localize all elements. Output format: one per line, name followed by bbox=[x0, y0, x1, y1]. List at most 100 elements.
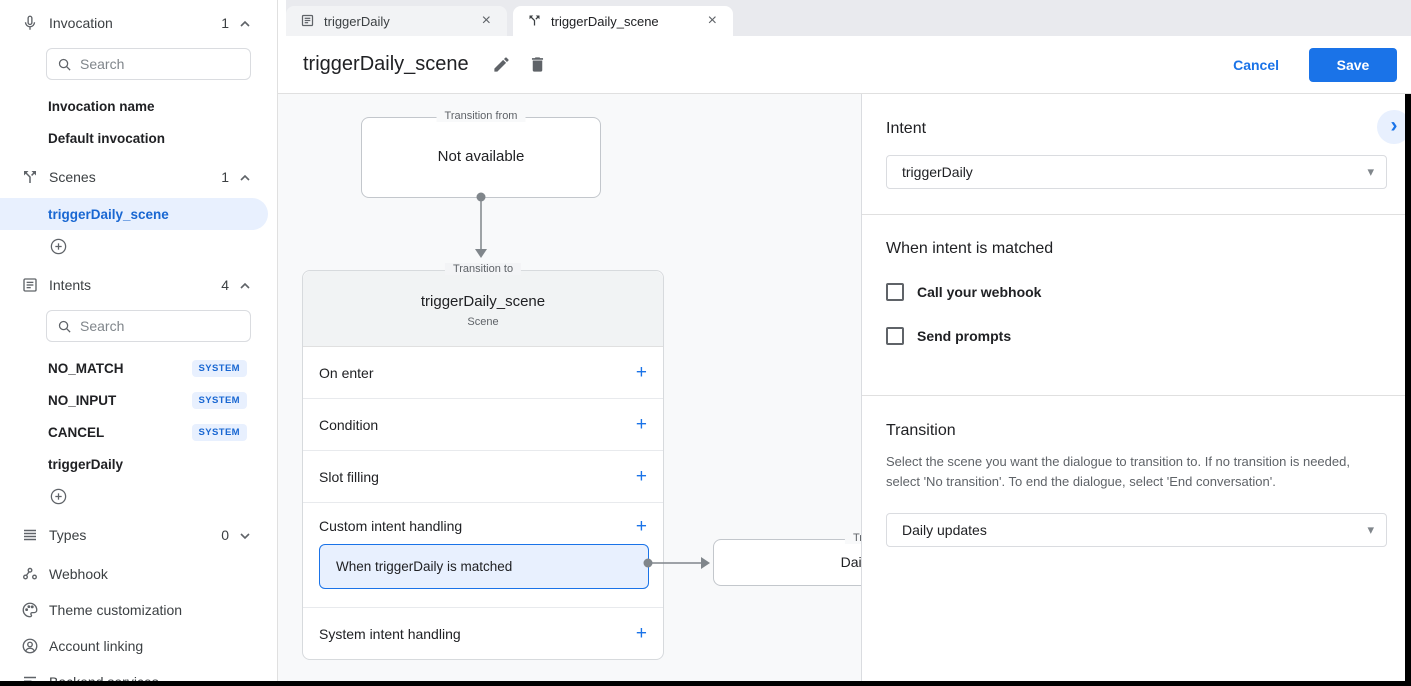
sidebar-item-account-linking[interactable]: Account linking bbox=[0, 628, 277, 664]
types-count: 0 bbox=[221, 527, 229, 543]
transition-to-legend: Transition to bbox=[444, 263, 522, 275]
flow-canvas[interactable]: Transition from Not available Transition… bbox=[278, 94, 861, 686]
intents-search[interactable] bbox=[46, 310, 251, 342]
scenes-count: 1 bbox=[221, 169, 229, 185]
row-label: Condition bbox=[319, 416, 379, 433]
sidebar-section-invocation[interactable]: Invocation 1 bbox=[0, 8, 277, 38]
chevron-up-icon[interactable] bbox=[239, 279, 251, 291]
sidebar-item-theme-customization[interactable]: Theme customization bbox=[0, 592, 277, 628]
intents-list-icon bbox=[20, 275, 40, 295]
invocation-search-input[interactable] bbox=[80, 56, 240, 72]
sidebar-item-triggerdaily-scene[interactable]: triggerDaily_scene bbox=[0, 198, 268, 230]
scene-row-custom-intent-handling: Custom intent handling + When triggerDai… bbox=[303, 503, 663, 608]
transition-dropdown[interactable]: Daily updates ▾ bbox=[886, 513, 1387, 548]
tab-triggerdaily[interactable]: triggerDaily × bbox=[286, 6, 507, 36]
sidebar-section-label: Scenes bbox=[49, 169, 96, 185]
checkbox-unchecked[interactable] bbox=[886, 283, 904, 301]
invocation-count: 1 bbox=[221, 15, 229, 31]
plus-circle-icon bbox=[50, 488, 66, 504]
transition-section-title: Transition bbox=[886, 422, 956, 439]
scene-card-subtitle: Scene bbox=[467, 316, 499, 328]
add-intent-button[interactable] bbox=[48, 486, 68, 506]
system-badge: SYSTEM bbox=[191, 423, 247, 441]
transition-target-text: Daily updates bbox=[840, 554, 861, 570]
sidebar-item-webhook[interactable]: Webhook bbox=[0, 556, 277, 592]
scene-fork-icon bbox=[527, 13, 543, 29]
intent-section-title: Intent bbox=[886, 120, 927, 137]
intent-dropdown-value: triggerDaily bbox=[902, 164, 973, 180]
dropdown-caret-icon: ▾ bbox=[1367, 164, 1374, 179]
intent-list-icon bbox=[300, 13, 316, 29]
sidebar-section-types[interactable]: Types 0 bbox=[0, 520, 277, 550]
sidebar-item-label: Invocation name bbox=[48, 98, 155, 114]
delete-trash-icon[interactable] bbox=[527, 54, 549, 76]
tab-strip: triggerDaily × triggerDaily_scene × bbox=[278, 0, 1411, 36]
sidebar-item-invocation-name[interactable]: Invocation name bbox=[0, 90, 277, 122]
checkbox-label: Send prompts bbox=[917, 328, 1012, 344]
add-scene-button[interactable] bbox=[48, 236, 68, 256]
checkbox-unchecked[interactable] bbox=[886, 327, 904, 345]
checkbox-label: Call your webhook bbox=[917, 284, 1042, 300]
sidebar-item-cancel[interactable]: CANCEL SYSTEM bbox=[0, 416, 277, 448]
scene-row-on-enter: On enter + bbox=[303, 347, 663, 399]
scene-card: Transition to triggerDaily_scene Scene O… bbox=[302, 263, 664, 660]
chevron-up-icon[interactable] bbox=[239, 17, 251, 29]
send-prompts-checkbox-row[interactable]: Send prompts bbox=[886, 327, 1387, 345]
sidebar: Invocation 1 Invocation name Default inv… bbox=[0, 0, 278, 686]
sidebar-item-triggerdaily[interactable]: triggerDaily bbox=[0, 448, 277, 480]
intents-search-input[interactable] bbox=[80, 318, 240, 334]
sidebar-section-label: Intents bbox=[49, 277, 92, 293]
page-title: triggerDaily_scene bbox=[303, 53, 469, 75]
screenshot-bottom-edge bbox=[0, 681, 1411, 686]
row-label: On enter bbox=[319, 364, 374, 381]
sidebar-item-label: Account linking bbox=[49, 638, 144, 654]
invocation-search[interactable] bbox=[46, 48, 251, 80]
search-icon bbox=[58, 320, 71, 333]
transition-section: Transition Select the scene you want the… bbox=[862, 396, 1411, 548]
sidebar-item-label: triggerDaily bbox=[48, 456, 124, 472]
content-area: Transition from Not available Transition… bbox=[278, 94, 1411, 686]
sidebar-item-label: Default invocation bbox=[48, 130, 166, 146]
plus-circle-icon bbox=[50, 238, 66, 254]
row-label: System intent handling bbox=[319, 625, 461, 642]
sidebar-item-default-invocation[interactable]: Default invocation bbox=[0, 122, 277, 154]
row-label: Custom intent handling bbox=[319, 518, 463, 534]
microphone-icon bbox=[20, 13, 40, 33]
chevron-down-icon[interactable] bbox=[239, 529, 251, 541]
intent-match-node[interactable]: When triggerDaily is matched bbox=[319, 544, 649, 589]
sidebar-section-intents[interactable]: Intents 4 bbox=[0, 270, 277, 300]
sidebar-item-no-input[interactable]: NO_INPUT SYSTEM bbox=[0, 384, 277, 416]
add-system-intent-button[interactable]: + bbox=[635, 623, 647, 644]
call-webhook-checkbox-row[interactable]: Call your webhook bbox=[886, 283, 1387, 301]
transition-from-legend: Transition from bbox=[436, 110, 526, 122]
save-button[interactable]: Save bbox=[1309, 47, 1397, 82]
sidebar-section-label: Types bbox=[49, 527, 87, 543]
edit-pencil-icon[interactable] bbox=[491, 54, 513, 76]
tab-label: triggerDaily_scene bbox=[551, 13, 659, 29]
chevron-up-icon[interactable] bbox=[239, 171, 251, 183]
add-custom-intent-button[interactable]: + bbox=[635, 515, 647, 537]
intent-dropdown[interactable]: triggerDaily ▾ bbox=[886, 155, 1387, 189]
tab-triggerdaily-scene[interactable]: triggerDaily_scene × bbox=[513, 6, 733, 36]
cancel-button[interactable]: Cancel bbox=[1233, 56, 1279, 73]
transition-from-box: Transition from Not available bbox=[361, 110, 601, 198]
detail-panel: › Intent triggerDaily ▾ When intent is m… bbox=[861, 94, 1411, 686]
scene-row-slot-filling: Slot filling + bbox=[303, 451, 663, 503]
row-label: Slot filling bbox=[319, 468, 379, 485]
add-condition-button[interactable]: + bbox=[635, 414, 647, 435]
transition-target-legend: Transition to bbox=[844, 532, 861, 544]
close-icon[interactable]: × bbox=[481, 12, 491, 29]
add-slot-filling-button[interactable]: + bbox=[635, 466, 647, 487]
dropdown-caret-icon: ▾ bbox=[1367, 522, 1374, 538]
account-icon bbox=[20, 636, 40, 656]
scene-card-header: triggerDaily_scene Scene bbox=[303, 271, 663, 347]
scene-card-title: triggerDaily_scene bbox=[420, 293, 546, 310]
scene-row-condition: Condition + bbox=[303, 399, 663, 451]
sidebar-item-label: CANCEL bbox=[48, 424, 105, 440]
add-on-enter-button[interactable]: + bbox=[635, 362, 647, 383]
sidebar-item-no-match[interactable]: NO_MATCH SYSTEM bbox=[0, 352, 277, 384]
system-badge: SYSTEM bbox=[191, 391, 247, 409]
sidebar-section-scenes[interactable]: Scenes 1 bbox=[0, 162, 277, 192]
transition-target-box: Transition to Daily updates bbox=[713, 532, 861, 586]
close-icon[interactable]: × bbox=[707, 12, 717, 29]
